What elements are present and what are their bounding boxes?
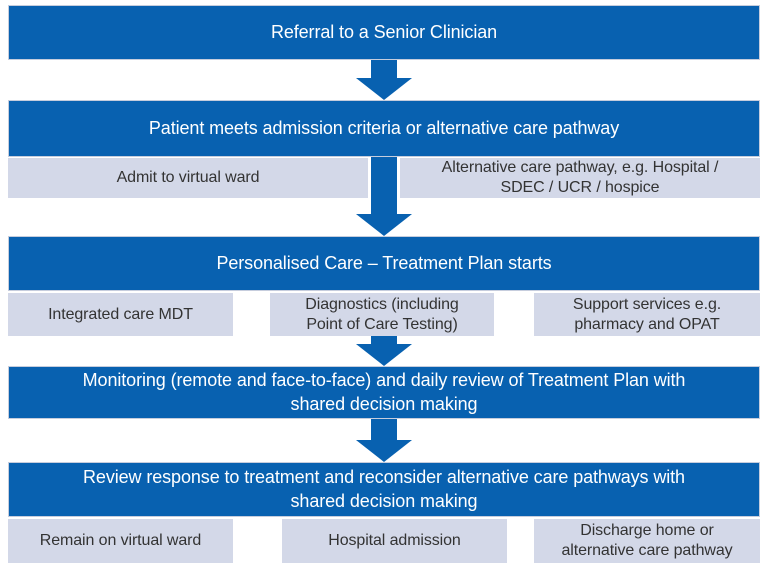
remain-virtual-ward-box: Remain on virtual ward xyxy=(8,519,233,563)
down-arrow-head xyxy=(356,344,412,366)
down-arrow-head xyxy=(356,214,412,236)
alternative-care-pathway-box: Alternative care pathway, e.g. Hospital … xyxy=(400,158,760,198)
support-services-box: Support services e.g. pharmacy and OPAT xyxy=(534,293,760,336)
review-response-step-bar: Review response to treatment and reconsi… xyxy=(8,462,760,517)
discharge-home-box: Discharge home or alternative care pathw… xyxy=(534,519,760,563)
monitoring-step-bar: Monitoring (remote and face-to-face) and… xyxy=(8,366,760,419)
integrated-care-mdt-box: Integrated care MDT xyxy=(8,293,233,336)
admission-criteria-step-bar: Patient meets admission criteria or alte… xyxy=(8,100,760,157)
down-arrow-stem xyxy=(371,419,397,440)
down-arrow-stem xyxy=(371,60,397,78)
diagnostics-box: Diagnostics (including Point of Care Tes… xyxy=(270,293,494,336)
down-arrow-stem xyxy=(371,157,397,214)
hospital-admission-box: Hospital admission xyxy=(282,519,507,563)
down-arrow-head xyxy=(356,440,412,462)
admit-virtual-ward-box: Admit to virtual ward xyxy=(8,158,368,198)
personalised-care-step-bar: Personalised Care – Treatment Plan start… xyxy=(8,236,760,291)
down-arrow-stem xyxy=(371,336,397,344)
down-arrow-head xyxy=(356,78,412,100)
referral-step-bar: Referral to a Senior Clinician xyxy=(8,5,760,60)
